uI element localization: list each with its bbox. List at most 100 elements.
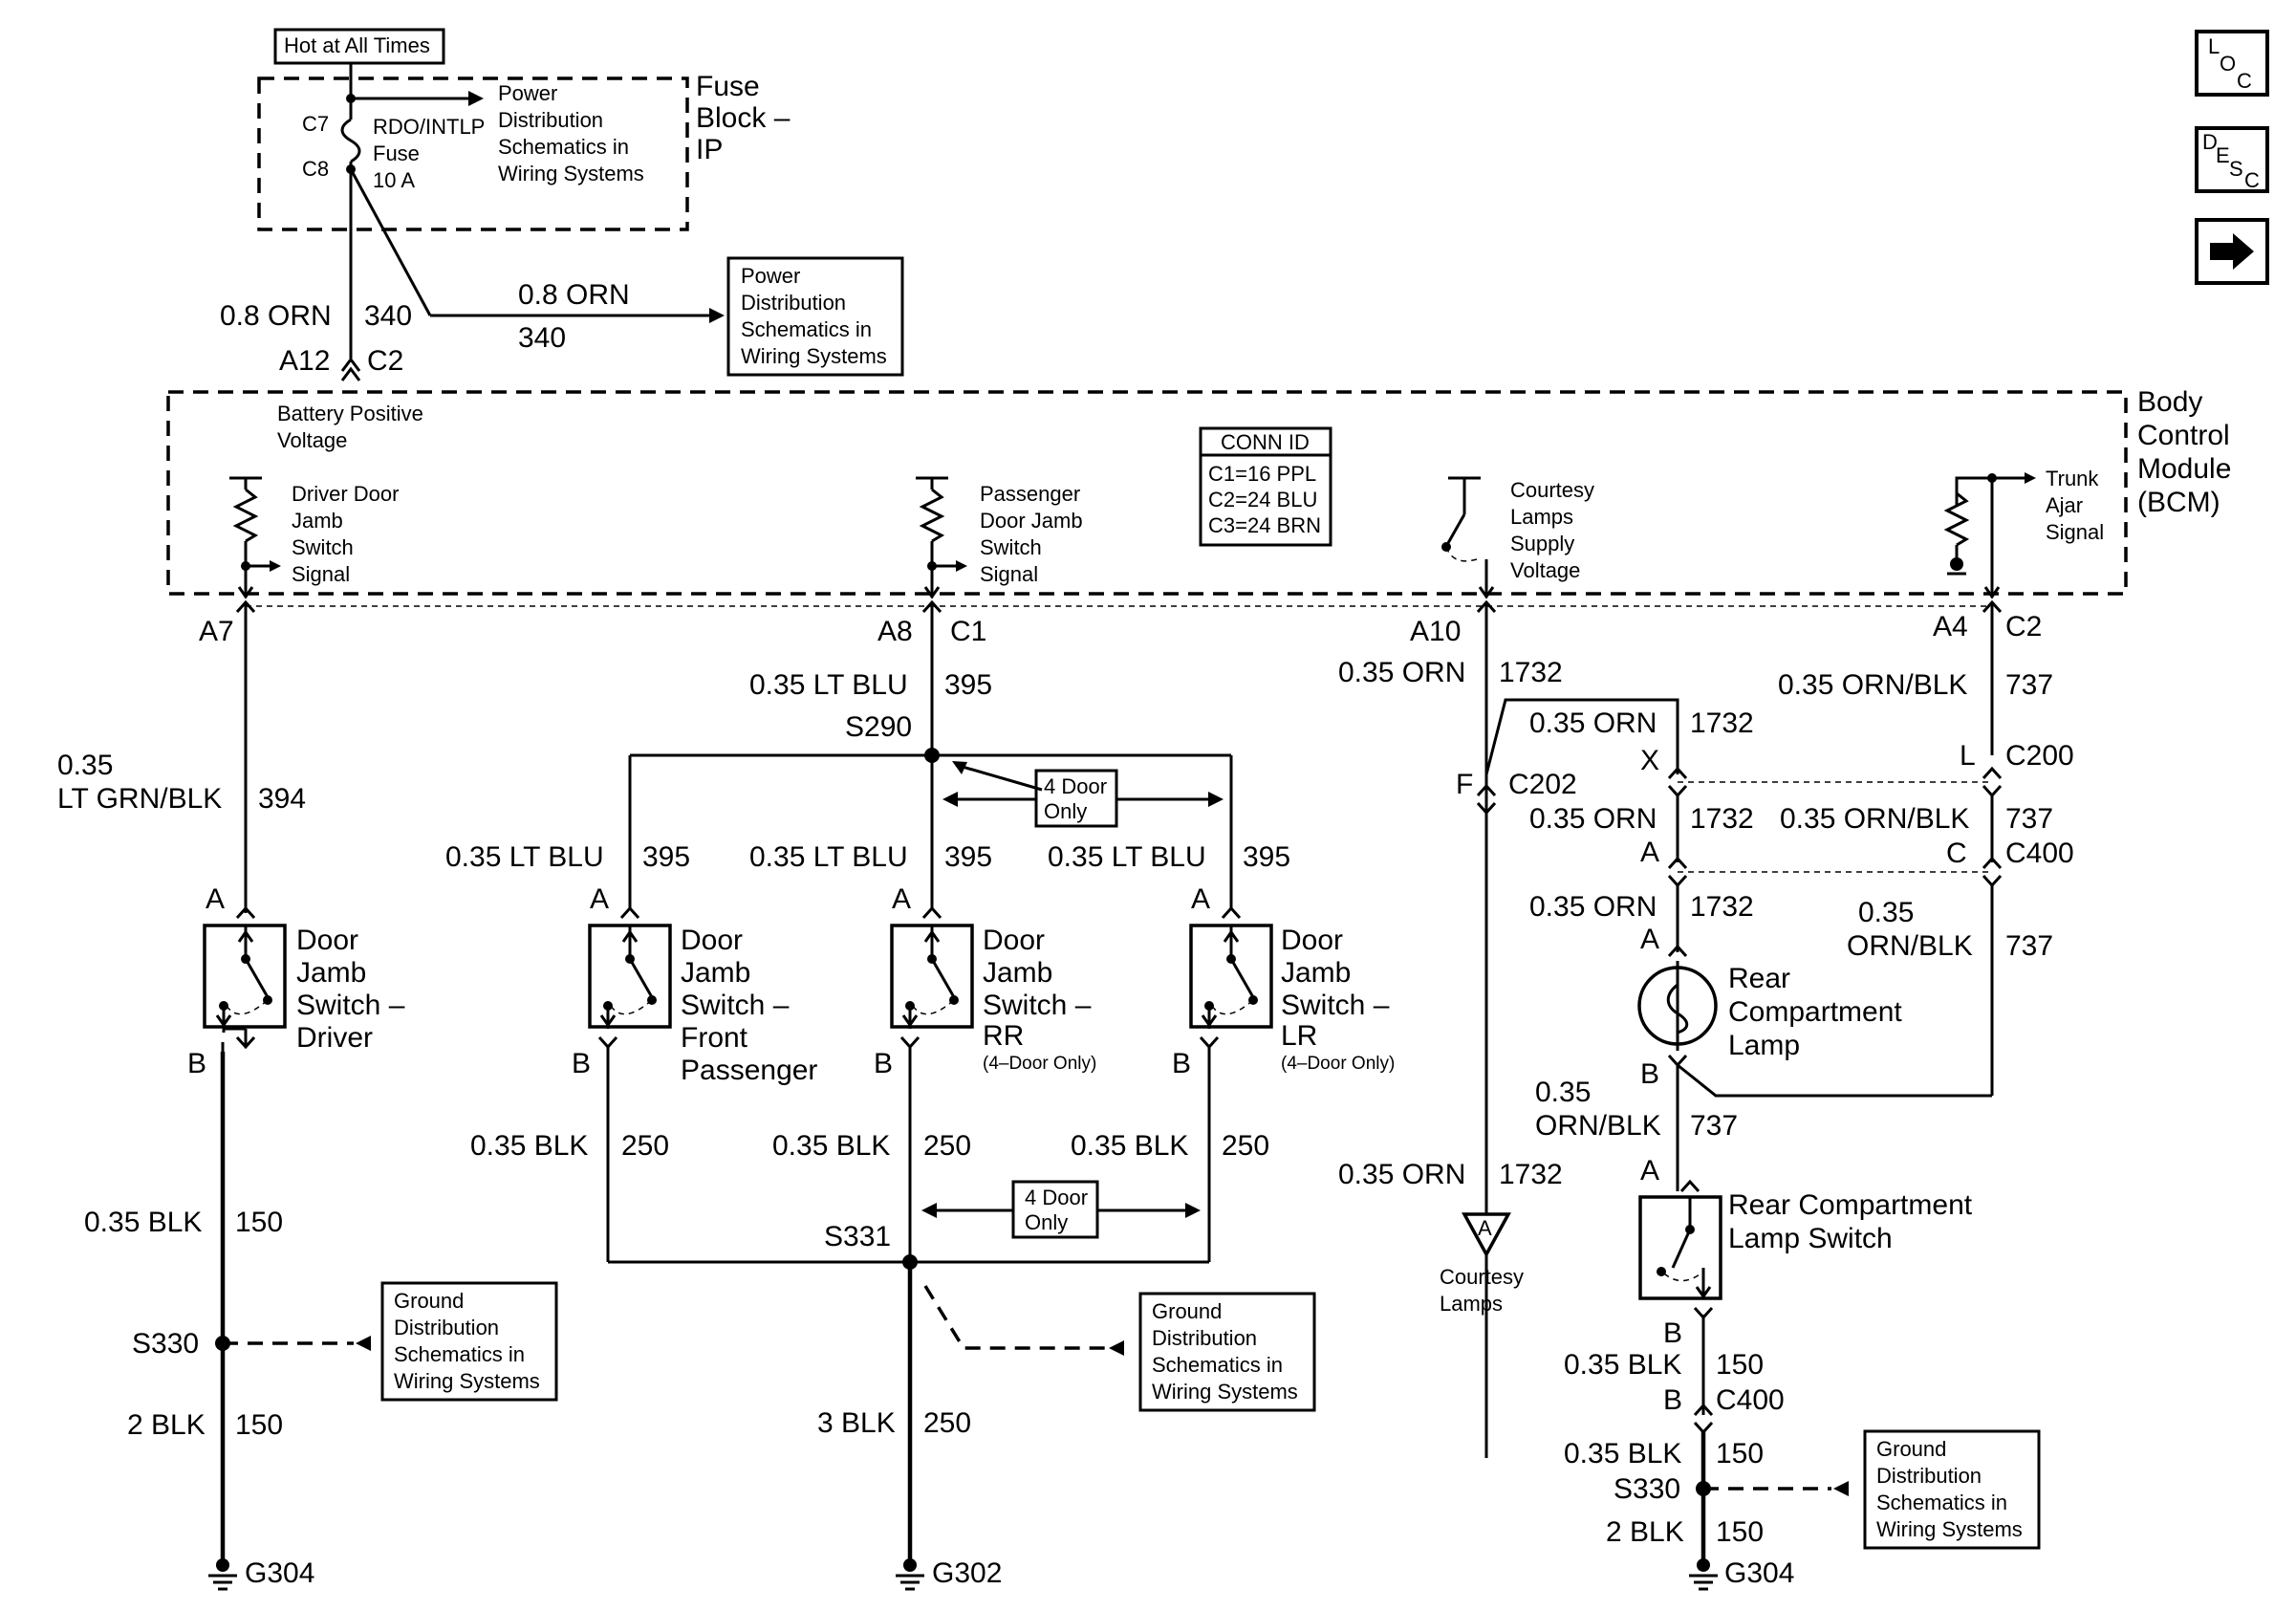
front-pass-wire: 0.35 LT BLU: [445, 841, 604, 873]
lamp-sw-circuit: 737: [1690, 1110, 1738, 1142]
front-pass-circuit: 395: [642, 841, 690, 873]
trunk-c200: C200: [2005, 740, 2074, 772]
courtesy-lamps-wire: 0.35 ORN: [1338, 1159, 1465, 1190]
driver-signal-1: Driver Door: [292, 482, 399, 506]
arrow-right-icon: [468, 91, 484, 106]
lamp-switch-name-2: Lamp Switch: [1728, 1223, 1893, 1254]
bcm-title-2: Control: [2137, 420, 2230, 451]
lr-switch-3: Switch –: [1281, 990, 1390, 1021]
four-door-only-box-2: [1011, 1180, 1099, 1239]
driver-signal-4: Signal: [292, 562, 350, 586]
trunk-c400: C400: [2005, 838, 2074, 869]
desc-d: D: [2202, 130, 2218, 154]
resistor-icon: [919, 488, 945, 543]
trunk-splice-label: S330: [1614, 1473, 1680, 1505]
connector-symbol: [1476, 599, 1497, 614]
trunk-pin-l: L: [1960, 740, 1976, 772]
fuse-block-title-1: Fuse: [696, 71, 760, 102]
lamp-name-3: Lamp: [1728, 1030, 1800, 1061]
courtesy-pin-label: A10: [1410, 616, 1461, 647]
courtesy-lamp-branch: A10 0.35 ORN 1732 F C202 0.35 ORN 1732 X…: [1338, 599, 1902, 1458]
fuse-name-3: 10 A: [373, 168, 415, 192]
lamp-switch-ground-circuit: 150: [1716, 1349, 1764, 1381]
trunk-pin-label: A4: [1933, 611, 1968, 642]
courtesy-lamps-1: Courtesy: [1440, 1265, 1524, 1289]
trunk-ground-ref-3: Schematics in: [1876, 1491, 2007, 1514]
desc-e: E: [2216, 143, 2230, 167]
driver-ground-ref-box: [380, 1281, 558, 1402]
passenger-door-branch: A8 C1 0.35 LT BLU 395 S290 4 Door Only 0…: [445, 599, 1395, 1591]
courtesy-supply-1: Courtesy: [1510, 478, 1594, 502]
rr-pin-b: B: [874, 1048, 893, 1079]
four-door-only-2: Only: [1044, 799, 1087, 823]
arrow-right-icon: [2210, 233, 2254, 270]
loc-o: O: [2220, 52, 2236, 76]
lr-switch-2: Jamb: [1281, 957, 1351, 989]
lr-pin-a: A: [1191, 883, 1210, 915]
driver-switch-pin-b: B: [187, 1048, 206, 1079]
hot-at-all-times-box: [273, 28, 445, 65]
lamp-switch-c400: C400: [1716, 1384, 1785, 1416]
passenger-ground-ref-2: Distribution: [1152, 1326, 1257, 1350]
fuse-block-title-3: IP: [696, 134, 723, 165]
trunk-ground-label: G304: [1724, 1557, 1794, 1589]
feed-circuit: 0.8 ORN 340 0.8 ORN 340 Power Distributi…: [220, 168, 904, 381]
trunk-connector-label: C2: [2005, 611, 2042, 642]
s331-label: S331: [824, 1221, 891, 1252]
feed-power-ref-3: Schematics in: [741, 317, 872, 341]
fuse-power-ref-4: Wiring Systems: [498, 162, 644, 185]
courtesy-pin-x: X: [1640, 745, 1659, 776]
feed-power-ref-2: Distribution: [741, 291, 846, 315]
arrow-right-icon: [1185, 1203, 1201, 1218]
next-button[interactable]: [2195, 218, 2269, 285]
feed-branch-wire-label: 0.8 ORN: [518, 279, 630, 311]
trunk-pin-c: C: [1946, 838, 1967, 869]
switch-icon: [244, 958, 270, 998]
bcm-title-4: (BCM): [2137, 487, 2220, 518]
lamp-switch-ground-wire-2: 0.35 BLK: [1564, 1438, 1681, 1469]
feed-branch-circuit-label: 340: [518, 322, 566, 354]
front-pass-ground-wire: 0.35 BLK: [470, 1130, 588, 1162]
lr-four-door-only: (4–Door Only): [1281, 1054, 1395, 1074]
driver-ground-label: G304: [245, 1557, 314, 1589]
battery-voltage-1: Battery Positive: [277, 402, 423, 425]
lamp-switch-name-1: Rear Compartment: [1728, 1189, 1973, 1221]
fuse-icon: [340, 118, 361, 163]
fuse-block: Hot at All Times Fuse Block – IP C7 C8 R…: [257, 28, 791, 359]
loc-c: C: [2237, 69, 2252, 93]
switch-icon: [1671, 1229, 1692, 1269]
conn-id-header: CONN ID: [1221, 430, 1310, 454]
lamp-switch-ground-wire: 0.35 BLK: [1564, 1349, 1681, 1381]
desc-button[interactable]: D E S C: [2195, 126, 2269, 193]
lamp-pin-b: B: [1640, 1058, 1659, 1090]
resistor-icon: [232, 488, 259, 543]
connector-symbol: [340, 357, 361, 372]
driver-circuit: 394: [258, 783, 306, 815]
trunk-circuit-2: 737: [2005, 803, 2053, 835]
driver-splice-label: S330: [132, 1328, 199, 1360]
front-pass-switch-2: Jamb: [681, 957, 750, 989]
arrow-right-icon: [709, 308, 725, 323]
fuse-name-1: RDO/INTLP: [373, 115, 485, 139]
battery-voltage-2: Voltage: [277, 428, 347, 452]
trunk-ground-ref-1: Ground: [1876, 1437, 1946, 1461]
front-pass-switch-3: Switch –: [681, 990, 790, 1021]
driver-ground-wire2: 2 BLK: [127, 1409, 206, 1441]
courtesy-pin-f: F: [1456, 769, 1473, 800]
feed-circuit-label: 340: [364, 300, 412, 332]
driver-pin-label: A7: [199, 616, 234, 647]
courtesy-pin-a: A: [1640, 837, 1659, 868]
driver-door-branch: A7 0.35 LT GRN/BLK 394 A Door Jamb Switc…: [57, 599, 558, 1591]
courtesy-wire-4: 0.35 ORN: [1529, 891, 1657, 923]
feed-power-ref-1: Power: [741, 264, 800, 288]
loc-button[interactable]: L O C: [2195, 30, 2269, 97]
lamp-sw-wire-color: ORN/BLK: [1535, 1110, 1661, 1142]
hot-at-all-times-label: Hot at All Times: [284, 33, 430, 57]
passenger-connector-label: C1: [950, 616, 986, 647]
driver-switch-name-4: Driver: [296, 1022, 373, 1054]
connector-symbol: [921, 599, 942, 614]
driver-switch-name-3: Switch –: [296, 990, 405, 1021]
bulb-filament-icon: [1666, 983, 1689, 1034]
lr-wire: 0.35 LT BLU: [1048, 841, 1206, 873]
fuse-block-outline: [257, 76, 689, 231]
